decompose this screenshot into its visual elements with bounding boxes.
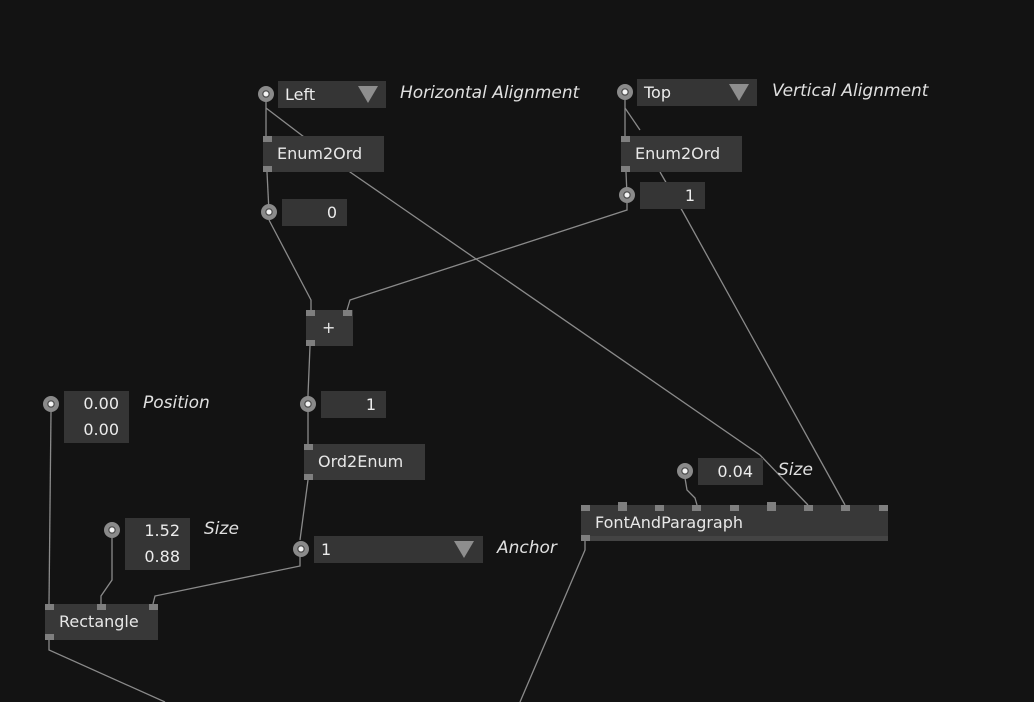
position-label: Position (143, 393, 210, 413)
position-x[interactable]: 0.00 (83, 394, 119, 413)
ord2enum-node[interactable]: Ord2Enum (304, 444, 425, 480)
enum2ord-h-node[interactable]: Enum2Ord (263, 136, 384, 172)
anchor-label: Anchor (497, 538, 557, 558)
ord2enum-output-pin[interactable] (304, 474, 313, 480)
font-input-pin-7[interactable] (804, 505, 813, 511)
font-size-label: Size (778, 460, 813, 480)
position-y[interactable]: 0.00 (83, 420, 119, 439)
font-size-value-box[interactable]: 0.04 (698, 458, 763, 485)
triangle-down-icon (454, 541, 474, 558)
ord2enum-title: Ord2Enum (318, 452, 404, 471)
font-input-pin-2[interactable] (618, 502, 627, 511)
h-ord-value-box[interactable]: 0 (282, 199, 347, 226)
vertical-alignment-dropdown[interactable]: Top (637, 79, 757, 106)
anchor-socket[interactable] (293, 541, 309, 557)
wire-plus-to-ord2enum[interactable] (307, 345, 311, 444)
horizontal-alignment-dropdown[interactable]: Left (278, 81, 386, 108)
font-input-pin-3[interactable] (655, 505, 664, 511)
font-input-pin-9[interactable] (879, 505, 888, 511)
wire-enum2ord-v-to-font[interactable] (659, 171, 846, 506)
plus-result-socket[interactable] (300, 396, 316, 412)
font-input-pin-1[interactable] (581, 505, 590, 511)
font-input-pin-8[interactable] (841, 505, 850, 511)
plus-result-box[interactable]: 1 (321, 391, 386, 418)
rect-size-y[interactable]: 0.88 (144, 547, 180, 566)
horizontal-alignment-value: Left (285, 85, 316, 104)
enum2ord-v-input-pin[interactable] (621, 136, 630, 142)
font-and-paragraph-bottom-bar (581, 536, 888, 541)
rectangle-input-pin-3[interactable] (149, 604, 158, 610)
triangle-down-icon (729, 84, 749, 101)
enum2ord-v-title: Enum2Ord (635, 144, 721, 163)
enum2ord-h-input-pin[interactable] (263, 136, 272, 142)
rect-size-vector-box[interactable]: 1.52 0.88 (125, 518, 190, 570)
wire-h-ord-to-plus[interactable] (268, 219, 312, 310)
wire-size-to-rectangle[interactable] (100, 538, 113, 604)
wire-fontsize-to-font[interactable] (684, 477, 698, 506)
rectangle-title: Rectangle (59, 612, 139, 631)
plus-output-pin[interactable] (306, 340, 315, 346)
vertical-alignment-label: Vertical Alignment (772, 81, 929, 101)
font-size-socket[interactable] (677, 463, 693, 479)
anchor-value: 1 (321, 540, 332, 559)
font-and-paragraph-node[interactable]: FontAndParagraph (581, 505, 888, 541)
vertical-alignment-socket[interactable] (617, 84, 633, 100)
wire-font-out[interactable] (519, 540, 586, 702)
rectangle-input-pin-2[interactable] (97, 604, 106, 610)
plus-input-pin-1[interactable] (306, 310, 315, 316)
font-and-paragraph-title: FontAndParagraph (595, 513, 744, 532)
rectangle-output-pin[interactable] (45, 634, 54, 640)
wire-anchor-to-rectangle[interactable] (152, 556, 301, 605)
position-vector-box[interactable]: 0.00 0.00 (64, 391, 129, 443)
rect-size-socket[interactable] (104, 522, 120, 538)
position-socket[interactable] (43, 396, 59, 412)
wire-rectangle-out[interactable] (48, 640, 166, 702)
horizontal-alignment-label: Horizontal Alignment (400, 83, 580, 103)
rectangle-input-pin-1[interactable] (45, 604, 54, 610)
enum2ord-h-title: Enum2Ord (277, 144, 363, 163)
plus-title: + (322, 318, 336, 337)
v-ord-socket[interactable] (619, 187, 635, 203)
ord2enum-input-pin[interactable] (304, 444, 313, 450)
v-ord-value-box[interactable]: 1 (640, 182, 705, 209)
font-output-pin[interactable] (581, 535, 590, 541)
rectangle-node[interactable]: Rectangle (45, 604, 158, 640)
vertical-alignment-value: Top (644, 83, 671, 102)
rect-size-x[interactable]: 1.52 (144, 521, 180, 540)
h-ord-socket[interactable] (261, 204, 277, 220)
wire-v-ord-to-plus[interactable] (346, 203, 628, 311)
wire-ord2enum-to-anchor[interactable] (299, 479, 309, 541)
font-input-pin-4[interactable] (692, 505, 701, 511)
horizontal-alignment-socket[interactable] (258, 86, 274, 102)
font-input-pin-6[interactable] (767, 502, 776, 511)
triangle-down-icon (358, 86, 378, 103)
enum2ord-v-output-pin[interactable] (621, 166, 630, 172)
font-input-pin-5[interactable] (730, 505, 739, 511)
enum2ord-v-node[interactable]: Enum2Ord (621, 136, 742, 172)
rect-size-label: Size (204, 519, 239, 539)
wire-vdrop-to-font[interactable] (624, 107, 641, 131)
anchor-dropdown[interactable]: 1 (314, 536, 483, 563)
enum2ord-h-output-pin[interactable] (263, 166, 272, 172)
wire-position-to-rectangle[interactable] (48, 411, 52, 605)
plus-input-pin-2[interactable] (343, 310, 352, 316)
